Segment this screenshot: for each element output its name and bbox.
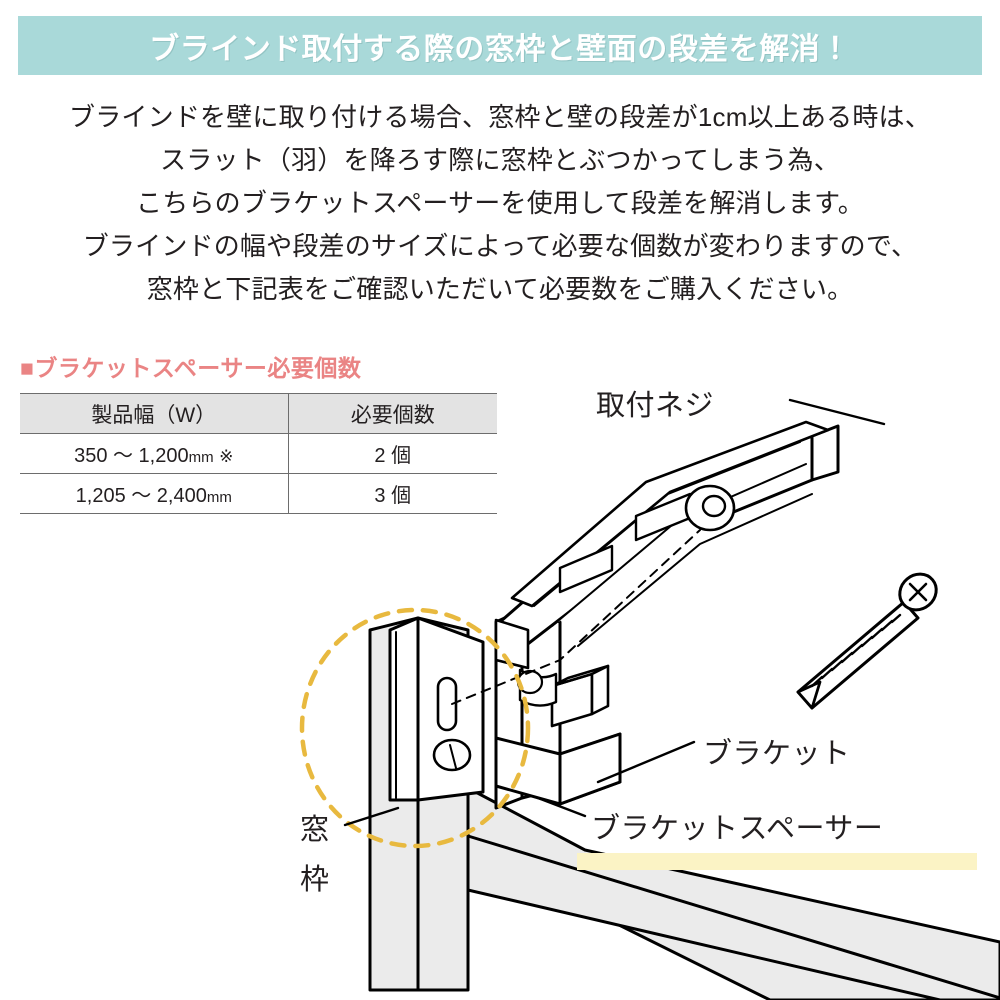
mounting-screw-shape xyxy=(796,572,938,710)
leader-line-window-frame xyxy=(343,806,400,827)
column-header-product-width: 製品幅（W） xyxy=(20,393,288,434)
intro-line: こちらのブラケットスペーサーを使用して段差を解消します。 xyxy=(136,188,864,218)
intro-line: ブラインドを壁に取り付ける場合、窓枠と壁の段差が1cm以上ある時は、 xyxy=(69,102,931,132)
leader-line-screw xyxy=(788,398,886,426)
required-quantity-table: 製品幅（W） 必要個数 350 ～ 1,200mm ※ 2 個 1,205 ～ … xyxy=(20,393,497,514)
label-mounting-screw: 取付ネジ xyxy=(596,390,715,422)
label-bracket-spacer: ブラケットスペーサー xyxy=(591,813,884,845)
table-heading: ■ブラケットスペーサー必要個数 xyxy=(20,349,361,383)
leader-lines xyxy=(343,398,886,827)
width-range-value: 350 ～ 1,200 xyxy=(74,445,189,467)
note-asterisk: ※ xyxy=(219,447,234,466)
heading-square-marker: ■ xyxy=(20,355,35,381)
header-banner: ブラインド取付する際の窓枠と壁面の段差を解消！ xyxy=(18,16,982,75)
table-heading-label: ブラケットスペーサー必要個数 xyxy=(34,355,362,381)
intro-line: 窓枠と下記表をご確認いただいて必要数をご購入ください。 xyxy=(146,274,854,304)
width-unit: mm xyxy=(188,449,214,466)
banner-title: ブラインド取付する際の窓枠と壁面の段差を解消！ xyxy=(149,32,851,66)
bracket-spacer-shape xyxy=(388,616,485,802)
intro-paragraph: ブラインドを壁に取り付ける場合、窓枠と壁の段差が1cm以上ある時は、 スラット（… xyxy=(0,96,1000,311)
leader-line-spacer xyxy=(536,796,587,818)
highlight-dashed-circle xyxy=(299,607,531,849)
diagram-svg xyxy=(299,398,1000,1000)
alignment-dashed-line xyxy=(451,529,701,705)
cell-required-count: 3 個 xyxy=(287,473,497,514)
table-header-row: 製品幅（W） 必要個数 xyxy=(20,393,497,434)
width-unit: mm xyxy=(206,489,232,506)
table-row: 1,205 ～ 2,400mm 3 個 xyxy=(20,473,497,514)
label-window-frame: 窓 枠 xyxy=(300,814,330,896)
label-bracket: ブラケット xyxy=(703,738,851,770)
intro-line: スラット（羽）を降ろす際に窓枠とぶつかってしまう為、 xyxy=(160,145,840,175)
spacer-highlight-bar xyxy=(577,853,977,870)
cell-required-count: 2 個 xyxy=(287,433,497,474)
table-row: 350 ～ 1,200mm ※ 2 個 xyxy=(20,433,497,474)
leader-line-bracket xyxy=(596,740,696,784)
cell-width-range: 350 ～ 1,200mm ※ xyxy=(20,433,288,474)
cell-width-range: 1,205 ～ 2,400mm xyxy=(20,473,288,514)
bracket-assembly-diagram xyxy=(0,330,1000,1000)
intro-line: ブラインドの幅や段差のサイズによって必要な個数が変わりますので、 xyxy=(82,231,918,261)
width-range-value: 1,205 ～ 2,400 xyxy=(75,485,207,507)
